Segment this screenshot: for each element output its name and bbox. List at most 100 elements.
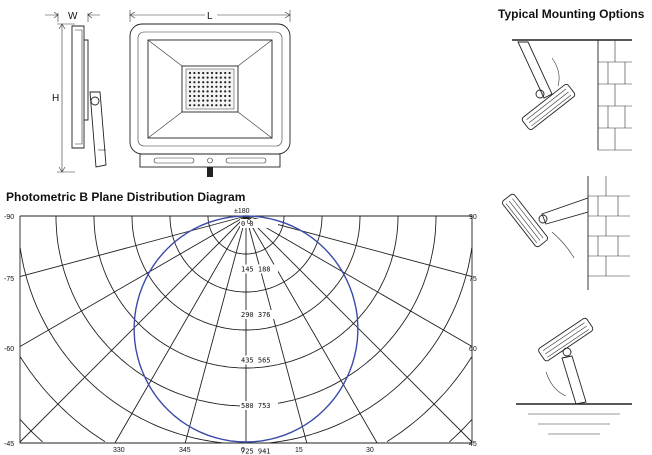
right-angle-label: 60 bbox=[469, 346, 477, 353]
ground-arm bbox=[561, 355, 587, 405]
top-angle-label: ±180 bbox=[234, 208, 250, 215]
reflector-corners bbox=[147, 39, 273, 139]
led-dot bbox=[197, 94, 200, 98]
led-dot bbox=[188, 104, 192, 107]
cable-gland bbox=[207, 167, 213, 177]
led-dot bbox=[197, 99, 200, 102]
led-dot bbox=[206, 71, 209, 75]
side-bracket bbox=[89, 91, 107, 168]
led-dot bbox=[188, 99, 192, 102]
ground-pivot bbox=[562, 347, 572, 357]
polar-grid-lines bbox=[19, 215, 473, 444]
side-view-drawing: W H bbox=[45, 11, 107, 173]
led-dot bbox=[215, 104, 218, 107]
led-dot bbox=[224, 94, 227, 98]
bottom-angle-label: 15 bbox=[295, 447, 303, 454]
left-angle-label: -60 bbox=[4, 346, 14, 353]
reflector-inner bbox=[181, 65, 239, 113]
led-dot bbox=[224, 76, 227, 79]
ceiling-rotate-arc bbox=[551, 57, 560, 87]
led-dot bbox=[206, 76, 209, 79]
side-fin bbox=[84, 39, 89, 121]
w-arrow-left bbox=[45, 11, 59, 19]
polar-title: Photometric B Plane Distribution Diagram bbox=[6, 190, 245, 204]
wall-brick-pattern bbox=[588, 176, 630, 277]
led-dot bbox=[188, 85, 192, 88]
led-dot bbox=[219, 104, 222, 107]
led-dot bbox=[193, 104, 196, 107]
ring-label: 725 941 bbox=[241, 448, 271, 455]
reflector-outer bbox=[147, 39, 273, 139]
ring-label-bg bbox=[240, 401, 278, 410]
led-dot bbox=[202, 81, 205, 84]
led-dot bbox=[224, 85, 227, 88]
led-dot bbox=[219, 85, 222, 88]
bottom-angle-label: 30 bbox=[366, 447, 374, 454]
led-dot bbox=[188, 71, 192, 75]
led-dot bbox=[215, 99, 218, 102]
led-dot bbox=[215, 90, 218, 93]
led-dot bbox=[206, 90, 209, 93]
led-dot bbox=[202, 104, 205, 107]
led-dot bbox=[193, 76, 196, 79]
bottom-angle-label: 345 bbox=[179, 447, 191, 454]
led-dot bbox=[210, 76, 214, 79]
h-label: H bbox=[52, 93, 59, 104]
bottom-angle-label: 330 bbox=[113, 447, 125, 454]
led-dot bbox=[188, 94, 192, 98]
wall-rotate-arc bbox=[551, 231, 575, 259]
ring-label-bg bbox=[240, 310, 278, 319]
w-label: W bbox=[68, 11, 78, 22]
led-dot bbox=[224, 81, 227, 84]
ring-label: 290 376 bbox=[241, 311, 271, 319]
distribution-curve bbox=[133, 215, 359, 443]
l-label: L bbox=[207, 11, 213, 22]
led-dot bbox=[206, 104, 209, 107]
led-dot bbox=[219, 94, 222, 98]
ring-label-bg bbox=[240, 446, 278, 455]
mounting-option-ceiling bbox=[512, 39, 632, 151]
ring-label: 0 0 bbox=[241, 220, 254, 228]
bottom-angle-label: 0 bbox=[241, 447, 245, 454]
ring-label-bg bbox=[240, 219, 278, 228]
led-dot bbox=[188, 76, 192, 79]
l-arrows bbox=[129, 11, 291, 19]
led-dot bbox=[228, 90, 231, 93]
right-angle-label: 45 bbox=[469, 441, 477, 448]
led-dot bbox=[197, 90, 200, 93]
wall-fixture bbox=[502, 193, 549, 248]
mounting-option-wall bbox=[502, 176, 630, 290]
ceiling-pivot bbox=[535, 89, 545, 99]
side-pivot-bolt bbox=[90, 96, 100, 106]
ceiling-arm bbox=[517, 41, 553, 99]
polar-grid bbox=[19, 215, 473, 444]
right-angle-label: 90 bbox=[469, 214, 477, 221]
led-dot bbox=[228, 94, 231, 98]
bracket-slot-right bbox=[225, 157, 267, 164]
wall-arm bbox=[541, 197, 589, 225]
bracket-center-hole bbox=[207, 157, 213, 164]
led-dot bbox=[210, 71, 214, 75]
led-dot bbox=[210, 85, 214, 88]
led-dot bbox=[202, 71, 205, 75]
led-dot bbox=[224, 71, 227, 75]
led-dot bbox=[224, 99, 227, 102]
led-dot bbox=[219, 99, 222, 102]
ground-rotate-arc bbox=[545, 371, 567, 397]
led-dot bbox=[215, 94, 218, 98]
led-dot bbox=[206, 85, 209, 88]
ground-fixture bbox=[538, 317, 594, 362]
led-dot bbox=[228, 99, 231, 102]
w-arrow-right bbox=[87, 11, 100, 19]
led-dot bbox=[197, 71, 200, 75]
led-dot bbox=[193, 90, 196, 93]
led-dot bbox=[210, 104, 214, 107]
ring-label-bg bbox=[240, 355, 278, 365]
housing-bezel bbox=[137, 31, 283, 147]
right-angle-label: 75 bbox=[469, 276, 477, 283]
led-dot bbox=[197, 81, 200, 84]
led-dot bbox=[215, 81, 218, 84]
